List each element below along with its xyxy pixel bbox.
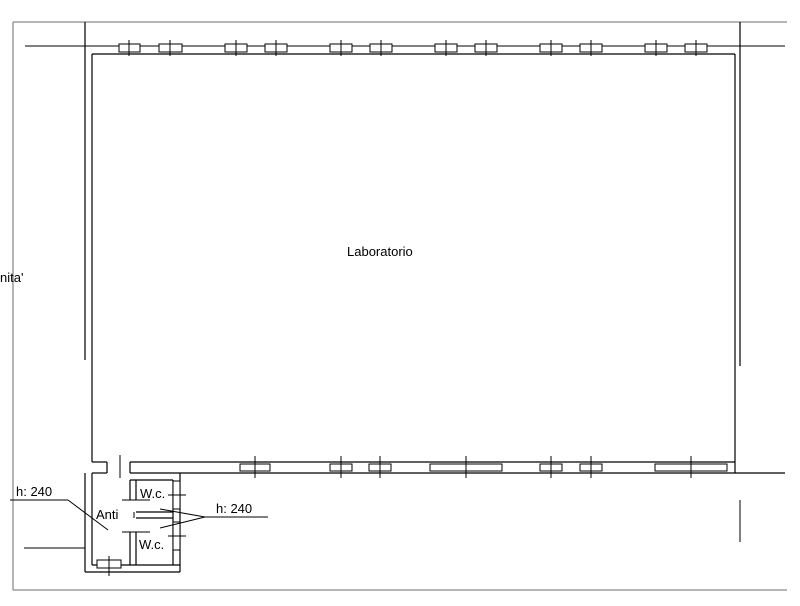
window-bottom-1 <box>239 456 271 478</box>
window-top-8 <box>474 40 498 56</box>
window-top-10 <box>579 40 603 56</box>
window-top-7 <box>434 40 458 56</box>
room-label-laboratorio: Laboratorio <box>347 244 413 259</box>
drawing-frame <box>12 21 787 591</box>
laboratory-walls <box>25 22 785 478</box>
window-bottom-3 <box>368 456 392 478</box>
window-top-3 <box>224 40 248 56</box>
window-top-11 <box>644 40 668 56</box>
room-label-partial-left: nita' <box>0 270 23 285</box>
top-windows <box>118 40 708 56</box>
bathroom-block <box>84 473 186 576</box>
bottom-windows <box>239 456 728 478</box>
height-label-right: h: 240 <box>216 501 252 516</box>
window-bottom-2 <box>329 456 353 478</box>
leader-lines <box>10 499 268 549</box>
window-top-1 <box>118 40 141 56</box>
window-bottom-7 <box>654 456 728 478</box>
room-label-wc-upper: W.c. <box>140 486 165 501</box>
window-bottom-6 <box>579 456 603 478</box>
window-top-6 <box>369 40 393 56</box>
room-label-anti: Anti <box>96 507 119 522</box>
window-bottom-5 <box>539 456 563 478</box>
room-label-wc-lower: W.c. <box>139 537 164 552</box>
window-top-4 <box>264 40 288 56</box>
window-top-5 <box>329 40 353 56</box>
window-top-12 <box>684 40 708 56</box>
window-top-9 <box>539 40 563 56</box>
window-top-2 <box>158 40 183 56</box>
height-label-left: h: 240 <box>16 484 52 499</box>
window-bottom-4 <box>429 456 503 478</box>
